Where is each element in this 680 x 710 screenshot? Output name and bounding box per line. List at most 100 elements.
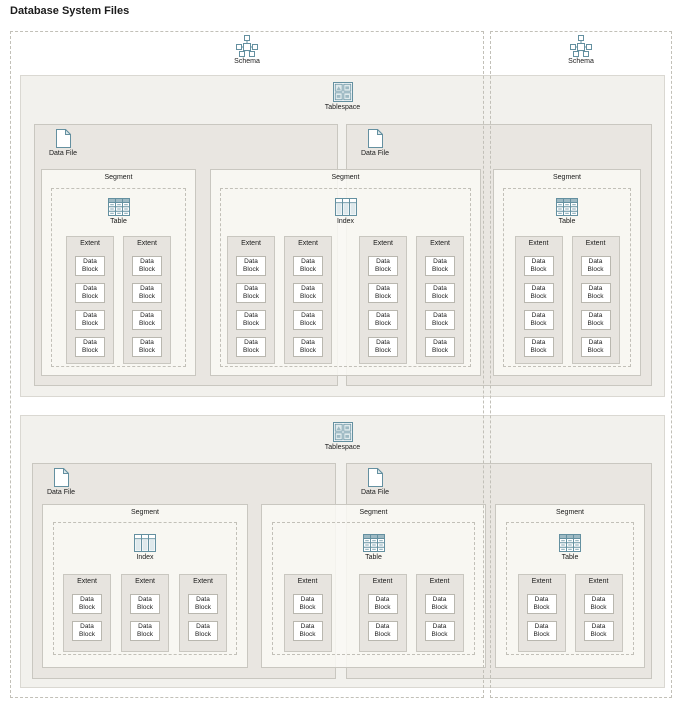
data-block: Data Block — [132, 309, 162, 330]
data-block: Data Block — [236, 282, 266, 303]
segment-label: Segment — [359, 509, 388, 516]
data-block: Data Block — [425, 282, 455, 303]
object-label: Table — [558, 218, 576, 225]
data-block: Data Block — [132, 336, 162, 357]
segment-object: Table — [556, 198, 578, 226]
data-block: Data Block — [293, 309, 323, 330]
schema-label: Schema — [234, 58, 260, 65]
data-block: Data Block — [523, 255, 554, 276]
data-block: Data Block — [580, 309, 611, 330]
extent-label: Extent — [193, 578, 213, 586]
tablespace-box: Tablespace Data File Data File Se — [20, 415, 665, 688]
extent-label: Extent — [588, 578, 609, 586]
page-title: Database System Files — [10, 5, 130, 17]
tablespace-header: Tablespace — [21, 422, 664, 452]
data-block: Data Block — [75, 282, 105, 303]
data-block: Data Block — [75, 309, 105, 330]
data-block: Data Block — [132, 282, 162, 303]
table-icon — [362, 534, 385, 552]
schema-icon — [236, 35, 258, 57]
object-label: Table — [365, 554, 382, 561]
data-block: Data Block — [425, 336, 455, 357]
data-block: Data Block — [583, 593, 614, 614]
segment-label: Segment — [552, 174, 582, 181]
data-block: Data Block — [368, 255, 398, 276]
data-block: Data Block — [188, 593, 218, 614]
object-label: Table — [561, 554, 579, 561]
tablespace-header: Tablespace — [21, 82, 664, 112]
data-block: Data Block — [425, 255, 455, 276]
tablespace-label: Tablespace — [324, 444, 361, 451]
data-file-header: Data File — [33, 468, 89, 497]
extent-label: Extent — [80, 240, 100, 248]
segment-label: Segment — [104, 174, 133, 181]
data-file-icon — [53, 468, 69, 487]
schema-header: Schema — [11, 35, 483, 66]
segment-label: Segment — [130, 509, 160, 516]
object-label: Index — [136, 554, 154, 561]
segment-object: Table — [559, 534, 581, 562]
extent-label: Extent — [531, 578, 552, 586]
index-icon — [134, 534, 156, 552]
extent-label: Extent — [429, 578, 450, 586]
data-file-icon — [367, 129, 383, 148]
index-icon — [334, 198, 357, 216]
extent-label: Extent — [297, 578, 318, 586]
data-file-label: Data File — [360, 489, 389, 496]
data-block: Data Block — [580, 255, 611, 276]
extent-label: Extent — [135, 578, 155, 586]
data-file-label: Data File — [360, 150, 389, 157]
data-file-header: Data File — [35, 129, 91, 158]
data-block: Data Block — [130, 593, 160, 614]
segment-object: Index — [334, 198, 357, 226]
segment-object: Table — [107, 198, 130, 226]
data-block: Data Block — [236, 309, 266, 330]
data-block: Data Block — [526, 593, 557, 614]
tablespace-icon — [332, 82, 353, 102]
extent-label: Extent — [528, 240, 549, 248]
extent-label: Extent — [372, 578, 393, 586]
tablespace-label: Tablespace — [324, 104, 361, 111]
table-icon — [107, 198, 130, 216]
data-block: Data Block — [367, 620, 398, 641]
segment-label: Segment — [331, 174, 360, 181]
data-block: Data Block — [425, 309, 455, 330]
data-block: Data Block — [75, 255, 105, 276]
extent-label: Extent — [241, 240, 261, 248]
data-block: Data Block — [132, 255, 162, 276]
data-block: Data Block — [236, 336, 266, 357]
extent-label: Extent — [585, 240, 606, 248]
data-block: Data Block — [523, 282, 554, 303]
data-block: Data Block — [236, 255, 266, 276]
data-file-label: Data File — [48, 150, 77, 157]
